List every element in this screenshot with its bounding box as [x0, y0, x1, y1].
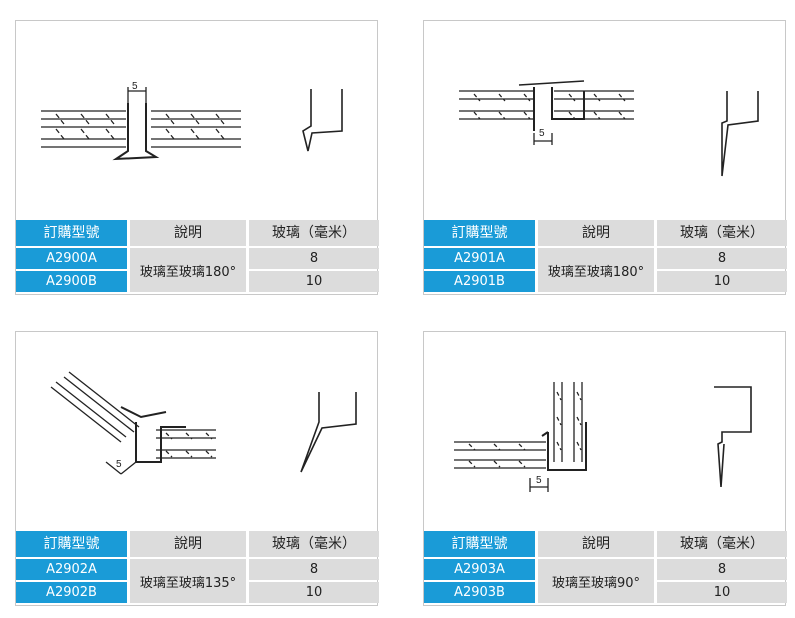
order-code: A2903B: [424, 582, 535, 603]
glass-thickness: 8: [657, 559, 787, 580]
order-code: A2900B: [16, 271, 127, 292]
order-code: A2902A: [16, 559, 127, 580]
description: 玻璃至玻璃180°: [130, 248, 246, 292]
header-order-code: 訂購型號: [424, 220, 535, 246]
glass-thickness: 10: [249, 582, 379, 603]
spec-table: 訂購型號 說明 玻璃（毫米） A2901A A2901B 玻璃至玻璃180° 8…: [424, 220, 787, 296]
header-description: 說明: [130, 220, 246, 246]
glass-joint-diagram: 5: [454, 382, 752, 492]
description: 玻璃至玻璃135°: [130, 559, 246, 603]
glass-joint-diagram: 5: [50, 371, 357, 475]
header-glass-mm: 玻璃（毫米）: [249, 220, 379, 246]
header-order-code: 訂購型號: [424, 531, 535, 557]
header-glass-mm: 玻璃（毫米）: [657, 531, 787, 557]
spec-table: 訂購型號 說明 玻璃（毫米） A2902A A2902B 玻璃至玻璃135° 8…: [16, 531, 379, 607]
glass-thickness: 8: [657, 248, 787, 269]
product-card-a2903: 5 訂購型號 說明 玻璃（毫米） A2903A A2903B 玻璃至玻璃90° …: [423, 331, 787, 607]
header-description: 說明: [538, 220, 654, 246]
order-code: A2900A: [16, 248, 127, 269]
header-description: 說明: [130, 531, 246, 557]
order-code: A2902B: [16, 582, 127, 603]
gap-dimension-label: 5: [539, 128, 545, 139]
product-card-a2902: 5 訂購型號 說明 玻璃（毫米） A2902A A2902B 玻璃至玻璃135°…: [15, 331, 379, 607]
glass-thickness: 10: [249, 271, 379, 292]
order-code: A2901B: [424, 271, 535, 292]
description: 玻璃至玻璃90°: [538, 559, 654, 603]
gap-dimension-label: 5: [132, 81, 138, 92]
glass-thickness: 10: [657, 582, 787, 603]
order-code: A2903A: [424, 559, 535, 580]
glass-joint-diagram: 5: [459, 80, 759, 177]
order-code: A2901A: [424, 248, 535, 269]
product-card-a2900: 5 訂購型號 說明 玻璃（毫米） A2900A A2900B 玻璃至玻璃180°…: [15, 20, 379, 296]
header-glass-mm: 玻璃（毫米）: [249, 531, 379, 557]
glass-joint-diagram: 5: [41, 81, 343, 161]
glass-thickness: 8: [249, 559, 379, 580]
header-glass-mm: 玻璃（毫米）: [657, 220, 787, 246]
spec-table: 訂購型號 說明 玻璃（毫米） A2903A A2903B 玻璃至玻璃90° 8 …: [424, 531, 787, 607]
glass-thickness: 8: [249, 248, 379, 269]
header-order-code: 訂購型號: [16, 220, 127, 246]
product-card-a2901: 5 訂購型號 說明 玻璃（毫米） A2901A A2901B 玻璃至玻璃180°…: [423, 20, 787, 296]
header-description: 說明: [538, 531, 654, 557]
header-order-code: 訂購型號: [16, 531, 127, 557]
spec-table: 訂購型號 說明 玻璃（毫米） A2900A A2900B 玻璃至玻璃180° 8…: [16, 220, 379, 296]
glass-thickness: 10: [657, 271, 787, 292]
description: 玻璃至玻璃180°: [538, 248, 654, 292]
gap-dimension-label: 5: [536, 475, 542, 486]
gap-dimension-label: 5: [116, 459, 122, 470]
